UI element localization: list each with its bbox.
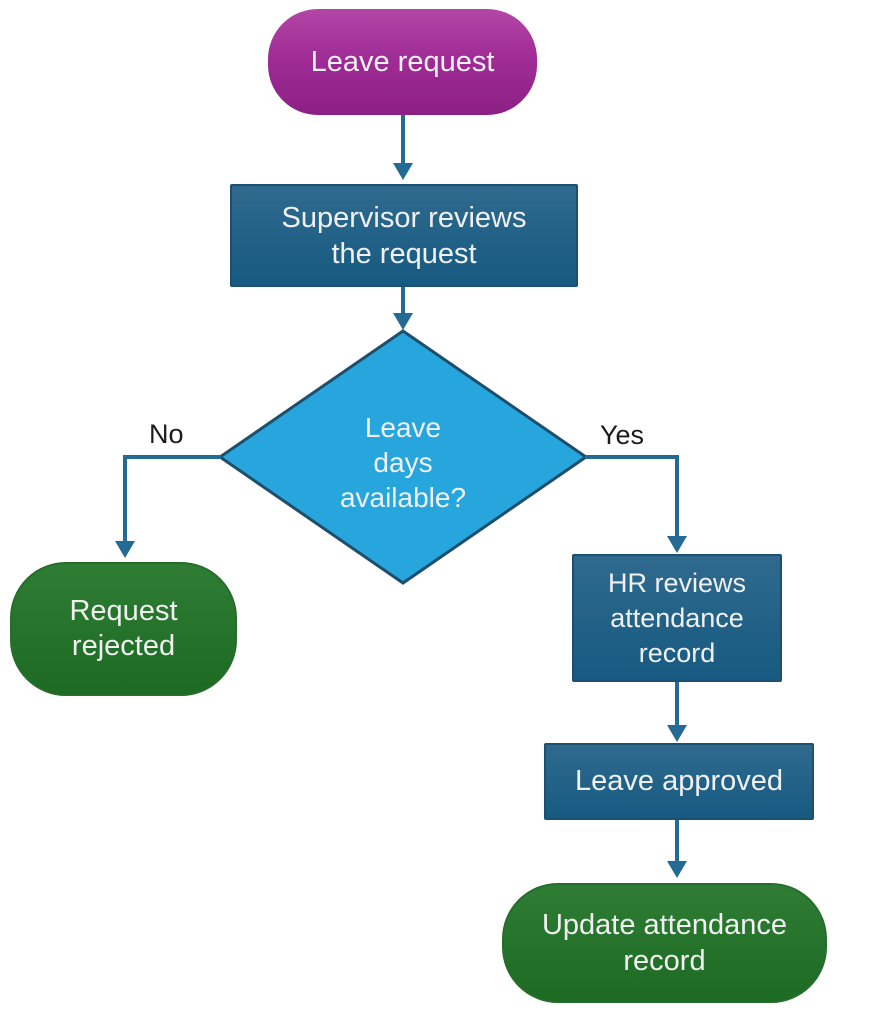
arrow-yes-branch-head-icon [667, 536, 687, 553]
node-decision-label: Leave days available? [303, 410, 503, 515]
arrow-no-branch-hline [123, 455, 221, 459]
node-leave-request-label: Leave request [310, 45, 495, 78]
arrow-start-to-supervisor-head-icon [393, 163, 413, 180]
node-update-attendance-record-line-1: Update attendance [541, 909, 788, 941]
node-hr-reviews-line-1: HR reviews [607, 567, 747, 598]
node-leave-request: Leave request [268, 9, 537, 115]
node-decision-line-1: Leave [364, 412, 442, 443]
node-leave-approved-label: Leave approved [575, 765, 783, 797]
node-request-rejected-line-1: Request [69, 595, 178, 627]
arrow-yes-branch-vline [675, 455, 679, 537]
arrow-no-branch-vline [123, 455, 127, 543]
node-hr-reviews-line-3: record [638, 637, 716, 668]
node-update-attendance-record: Update attendance record [502, 883, 827, 1003]
arrow-hr-to-approved-head-icon [667, 725, 687, 742]
node-request-rejected-label: Request rejected [69, 594, 177, 664]
arrow-yes-branch-hline [585, 455, 677, 459]
arrow-no-branch-head-icon [115, 541, 135, 558]
node-supervisor-reviews-line-2: the request [331, 237, 477, 270]
arrow-supervisor-to-decision-line [401, 287, 405, 315]
node-leave-approved: Leave approved [544, 743, 814, 820]
node-request-rejected: Request rejected [10, 562, 237, 696]
node-decision-line-2: days [373, 447, 433, 478]
arrow-approved-to-update-line [675, 820, 679, 862]
node-hr-reviews-line-2: attendance [610, 602, 744, 633]
node-request-rejected-line-2: rejected [71, 630, 176, 662]
edge-label-no: No [149, 419, 184, 449]
node-update-attendance-record-line-2: record [623, 945, 706, 977]
node-decision-diamond-shape [217, 329, 589, 585]
node-hr-reviews: HR reviews attendance record [572, 554, 782, 682]
arrow-approved-to-update-head-icon [667, 861, 687, 878]
node-supervisor-reviews-label: Supervisor reviews the request [282, 200, 527, 272]
arrow-start-to-supervisor-line [401, 115, 405, 165]
node-update-attendance-record-label: Update attendance record [542, 907, 787, 979]
node-hr-reviews-label: HR reviews attendance record [608, 566, 746, 671]
arrow-hr-to-approved-line [675, 682, 679, 726]
node-decision-line-3: available? [339, 482, 467, 513]
edge-label-yes: Yes [600, 420, 645, 450]
arrow-supervisor-to-decision-head-icon [393, 313, 413, 330]
node-supervisor-reviews: Supervisor reviews the request [230, 184, 578, 287]
node-supervisor-reviews-line-1: Supervisor reviews [281, 201, 527, 234]
